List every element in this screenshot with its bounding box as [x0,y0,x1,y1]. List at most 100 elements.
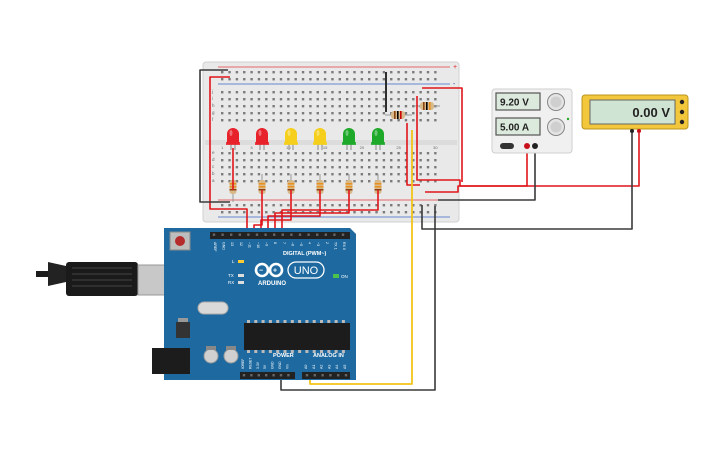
bb-hole[interactable] [375,119,378,122]
wire-black-multimeter[interactable] [421,133,633,230]
bb-hole[interactable] [382,180,386,183]
bb-hole[interactable] [235,152,239,155]
rail-hole[interactable] [382,78,386,81]
bb-hole[interactable] [287,105,290,108]
bb-hole[interactable] [375,112,378,115]
bb-hole[interactable] [360,105,364,108]
wire-red-bb-1[interactable] [406,123,420,186]
multimeter-probe-red[interactable] [637,129,641,133]
bb-hole[interactable] [375,91,378,94]
rail-hole[interactable] [301,71,305,74]
bb-hole[interactable] [221,152,224,155]
bb-hole[interactable] [353,159,356,162]
bb-hole[interactable] [221,173,224,176]
rail-hole[interactable] [412,204,415,207]
bb-hole[interactable] [397,180,400,183]
bb-hole[interactable] [243,91,246,94]
bb-hole[interactable] [375,166,378,169]
bb-hole[interactable] [375,159,378,162]
bb-hole[interactable] [272,166,275,169]
rail-hole[interactable] [345,71,349,74]
rail-hole[interactable] [316,71,319,74]
bb-hole[interactable] [228,166,231,169]
rail-hole[interactable] [309,71,312,74]
bb-hole[interactable] [397,105,400,108]
bb-hole[interactable] [243,159,246,162]
rail-hole[interactable] [390,204,393,207]
bb-hole[interactable] [257,166,261,169]
bb-hole[interactable] [287,98,290,101]
rail-hole[interactable] [228,71,231,74]
rail-hole[interactable] [368,204,371,207]
bb-hole[interactable] [360,173,364,176]
bb-hole[interactable] [294,152,297,155]
rail-hole[interactable] [265,71,268,74]
rail-hole[interactable] [323,78,327,81]
bb-hole[interactable] [316,98,319,101]
rail-hole[interactable] [228,204,231,207]
bb-hole[interactable] [221,119,224,122]
bb-hole[interactable] [360,112,364,115]
rail-hole[interactable] [243,78,246,81]
bb-hole[interactable] [287,112,290,115]
bb-hole[interactable] [301,159,305,162]
bb-hole[interactable] [250,119,253,122]
bb-hole[interactable] [419,112,422,115]
bb-hole[interactable] [404,166,408,169]
bb-hole[interactable] [235,105,239,108]
rail-hole[interactable] [426,71,430,74]
wire-led4[interactable] [267,190,321,232]
bb-hole[interactable] [250,98,253,101]
rail-hole[interactable] [265,204,268,207]
bb-hole[interactable] [404,112,408,115]
rail-hole[interactable] [390,78,393,81]
bb-hole[interactable] [272,152,275,155]
bb-hole[interactable] [316,173,319,176]
rail-hole[interactable] [309,204,312,207]
digital-pin[interactable] [264,233,267,236]
bb-hole[interactable] [390,173,393,176]
bb-hole[interactable] [272,180,275,183]
bb-hole[interactable] [265,152,268,155]
bb-hole[interactable] [404,159,408,162]
led-green[interactable] [342,128,356,150]
bb-hole[interactable] [390,119,393,122]
wire-led6[interactable] [281,190,379,232]
bb-hole[interactable] [419,159,422,162]
rail-hole[interactable] [323,71,327,74]
bb-hole[interactable] [331,166,334,169]
rail-hole[interactable] [434,71,437,74]
rail-hole[interactable] [279,78,283,81]
rail-hole[interactable] [426,204,430,207]
power-header[interactable] [240,372,295,379]
power-pin[interactable] [272,374,275,377]
bb-hole[interactable] [419,166,422,169]
bb-hole[interactable] [257,159,261,162]
rail-hole[interactable] [338,204,341,207]
bb-hole[interactable] [272,105,275,108]
bb-hole[interactable] [309,98,312,101]
bb-hole[interactable] [338,105,341,108]
rail-hole[interactable] [257,204,261,207]
bb-hole[interactable] [323,91,327,94]
power-supply[interactable]: 9.20 V 5.00 A [491,88,573,154]
bb-hole[interactable] [301,152,305,155]
bb-hole[interactable] [434,112,437,115]
wire-led5[interactable] [274,190,350,232]
bb-hole[interactable] [294,91,297,94]
rail-hole[interactable] [360,78,364,81]
bb-hole[interactable] [368,112,371,115]
rail-hole[interactable] [331,71,334,74]
bb-hole[interactable] [345,119,349,122]
bb-hole[interactable] [250,159,253,162]
bb-hole[interactable] [272,159,275,162]
rail-hole[interactable] [404,71,408,74]
analog-header[interactable] [302,372,350,379]
rail-hole[interactable] [294,71,297,74]
reset-button-icon[interactable] [169,231,191,251]
rail-hole[interactable] [257,71,261,74]
rail-hole[interactable] [323,204,327,207]
bb-hole[interactable] [257,152,261,155]
bb-hole[interactable] [345,105,349,108]
digital-pin[interactable] [341,233,345,236]
